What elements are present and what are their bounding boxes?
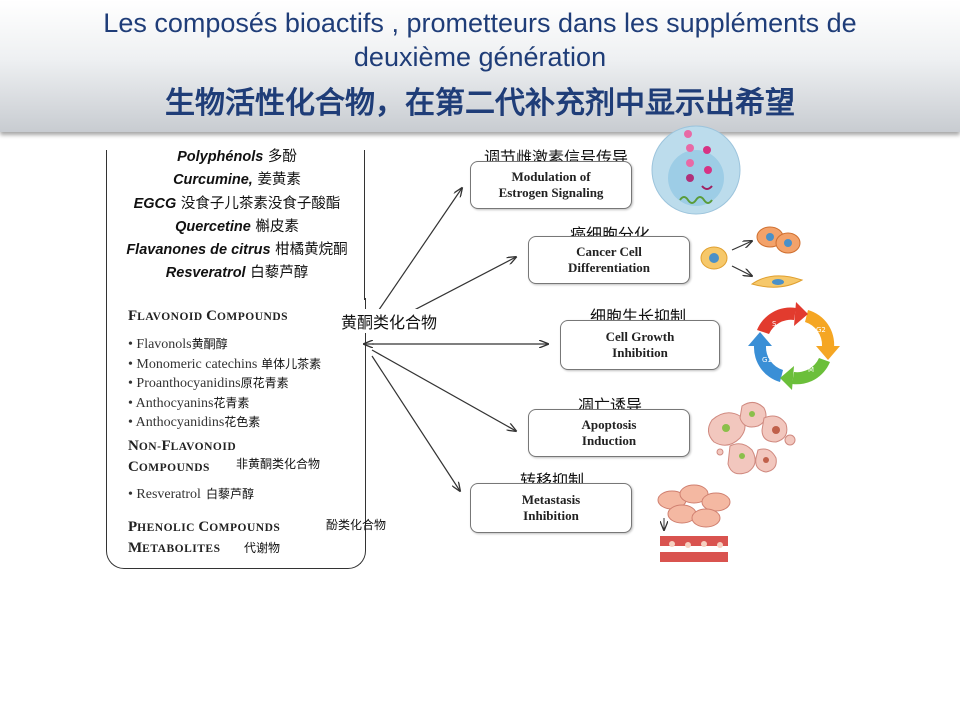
slide-header: Les composés bioactifs , prometteurs dan…: [0, 0, 960, 132]
cell-cycle-label: G1: [762, 356, 772, 364]
title-french: Les composés bioactifs , prometteurs dan…: [0, 6, 960, 74]
compound-item: Resveratrol 白藜芦醇: [165, 265, 309, 282]
arrow-to-estrogen: [371, 188, 462, 321]
arrow-to-metastasis: [371, 355, 460, 491]
compound-list: Polyphénols 多酚 Curcumine, 姜黄素 EGCG 没食子儿茶…: [108, 146, 366, 286]
list-item: • Proanthocyanidins原花青素: [128, 376, 289, 391]
arrow-to-apoptosis: [371, 349, 516, 431]
compound-item: Curcumine, 姜黄素: [173, 172, 301, 189]
nonflavonoid-item: • Resveratrol 白藜芦醇: [128, 487, 255, 502]
compound-item: EGCG 没食子儿茶素没食子酸酯: [133, 195, 341, 212]
flavonoid-heading: FLAVONOID COMPOUNDS: [128, 308, 289, 324]
cell-cycle-label: S: [772, 320, 777, 328]
title-french-line2: deuxième génération: [353, 42, 607, 72]
compound-item: Quercetine 槲皮素: [175, 218, 299, 235]
list-item: • Flavonols黄酮醇: [128, 337, 228, 352]
metastasis-cells-icon: [657, 484, 731, 562]
cell-cycle-icon: S G2 M G1: [748, 302, 840, 390]
cell-cycle-label: M: [808, 366, 814, 374]
flavonoid-list: • Flavonols黄酮醇 • Monomeric catechins 单体儿…: [128, 334, 321, 432]
metabolites-zh: 代谢物: [244, 541, 281, 555]
estrogen-cell-icon: [651, 125, 741, 215]
differentiation-cells-icon: [700, 226, 804, 288]
bracket-right-edge: [364, 150, 366, 300]
phenolic-heading: PHENOLIC COMPOUNDS METABOLITES: [128, 519, 281, 556]
nonflavonoid-zh: 非黄酮类化合物: [236, 457, 321, 471]
compound-bracket: [106, 298, 366, 569]
cell-cycle-label: G2: [816, 326, 826, 334]
phenolic-zh: 酚类化合物: [326, 518, 387, 532]
list-item: • Monomeric catechins 单体儿茶素: [128, 356, 322, 372]
title-chinese: 生物活性化合物，在第二代补充剂中显示出希望: [165, 86, 795, 121]
flavonoid-zh-label: 黄酮类化合物: [340, 309, 439, 333]
compound-item: Flavanones de citrus 柑橘黄烷酮: [126, 242, 348, 259]
nonflavonoid-heading: NON-FLAVONOID COMPOUNDS: [128, 438, 237, 475]
title-french-line1: Les composés bioactifs , prometteurs dan…: [103, 8, 857, 38]
bracket-left-edge: [106, 150, 108, 300]
list-item: • Anthocyanins花青素: [128, 395, 250, 411]
list-item: • Anthocyanidins花色素: [128, 415, 261, 430]
apoptosis-cells-icon: [708, 402, 796, 475]
compound-item: Polyphénols 多酚: [177, 149, 297, 165]
